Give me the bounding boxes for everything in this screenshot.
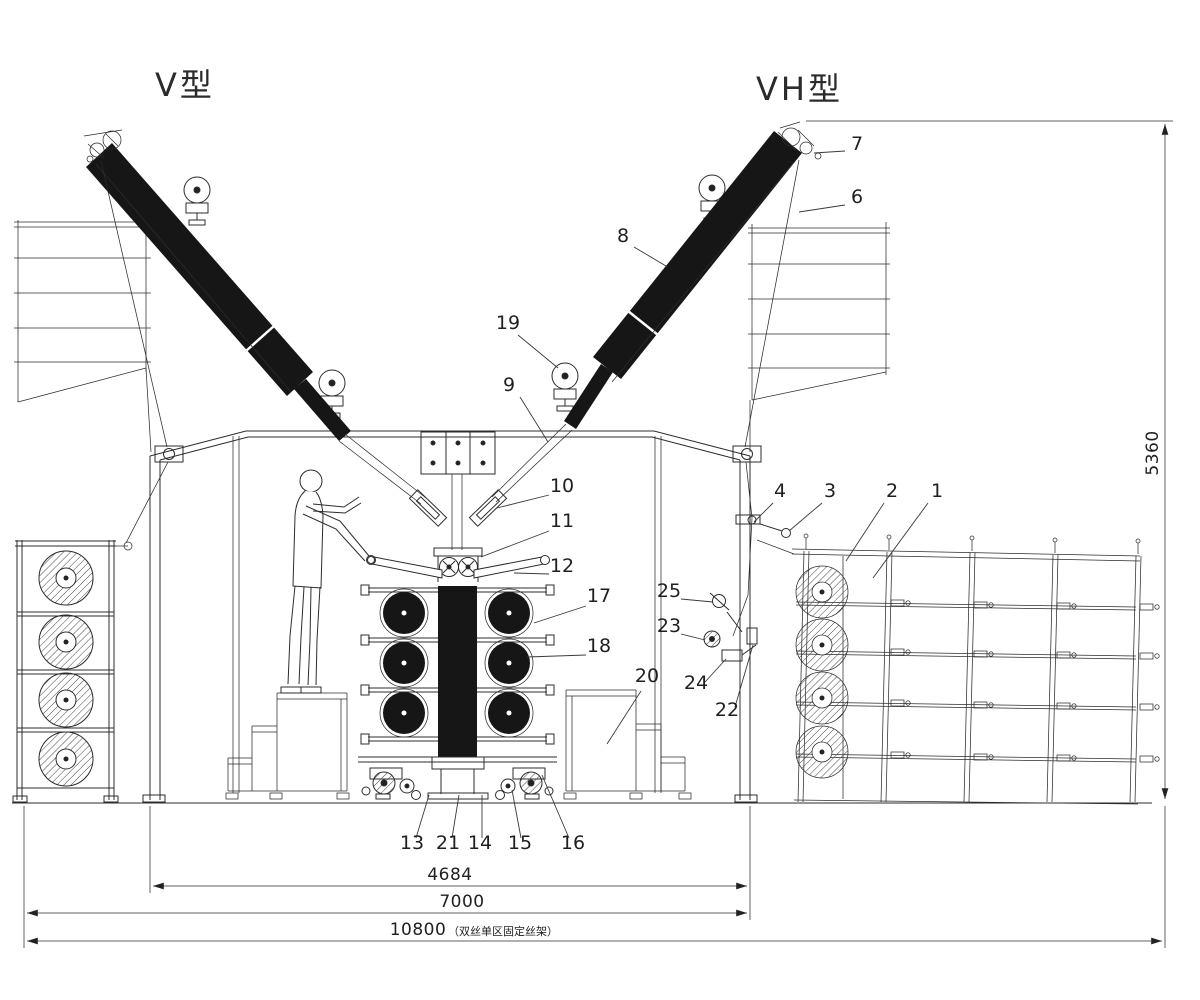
part-label-3: 3 bbox=[824, 480, 836, 502]
part-label-23: 23 bbox=[657, 615, 681, 637]
part-label-21: 21 bbox=[436, 832, 460, 854]
guide-pulley bbox=[183, 176, 211, 226]
part-label-25: 25 bbox=[657, 580, 681, 602]
part-label-4: 4 bbox=[774, 480, 786, 502]
part-label-12: 12 bbox=[550, 555, 574, 577]
dim-inner-width: 4684 bbox=[427, 865, 472, 885]
part-label-22: 22 bbox=[715, 699, 739, 721]
part-label-8: 8 bbox=[617, 225, 629, 247]
dimensions bbox=[23, 120, 1173, 948]
roller bbox=[379, 588, 534, 738]
part-label-19: 19 bbox=[496, 312, 520, 334]
left-spool-rack bbox=[12, 540, 119, 803]
center-column bbox=[438, 586, 477, 757]
left-boom bbox=[86, 143, 351, 441]
leader-lines bbox=[415, 150, 929, 839]
right-boom bbox=[564, 131, 802, 429]
left-step-stand bbox=[225, 692, 350, 800]
dim-height: 5360 bbox=[1143, 430, 1163, 475]
part-label-7: 7 bbox=[851, 133, 863, 155]
part-label-9: 9 bbox=[503, 374, 515, 396]
dim-mid-width: 7000 bbox=[439, 892, 484, 912]
part-labels: 1 2 3 4 6 7 8 9 10 11 12 13 14 15 16 17 … bbox=[400, 133, 943, 854]
title-v-type: V型 bbox=[155, 66, 215, 104]
roller-stack bbox=[360, 584, 555, 757]
bottom-drive bbox=[358, 756, 557, 800]
turnbuckles bbox=[408, 489, 508, 527]
part-label-24: 24 bbox=[684, 672, 708, 694]
tension-units bbox=[703, 514, 791, 662]
rack-spool bbox=[38, 550, 94, 787]
part-label-18: 18 bbox=[587, 635, 611, 657]
part-label-16: 16 bbox=[561, 832, 585, 854]
title-vh-type: VH型 bbox=[756, 70, 843, 108]
left-scaffold bbox=[14, 218, 152, 453]
right-creel bbox=[791, 533, 1160, 805]
part-label-10: 10 bbox=[550, 475, 574, 497]
creel-spool bbox=[795, 565, 849, 779]
part-label-2: 2 bbox=[886, 480, 898, 502]
dim-total-width: 10800 bbox=[390, 920, 447, 940]
part-label-17: 17 bbox=[587, 585, 611, 607]
part-label-15: 15 bbox=[508, 832, 532, 854]
part-label-20: 20 bbox=[635, 665, 659, 687]
guide-pulley bbox=[551, 362, 579, 412]
lever-arms bbox=[366, 555, 550, 579]
dim-total-note: （双丝单区固定丝架） bbox=[448, 924, 558, 938]
right-pulley-head bbox=[777, 121, 822, 160]
part-label-13: 13 bbox=[400, 832, 424, 854]
part-label-11: 11 bbox=[550, 510, 574, 532]
part-label-1: 1 bbox=[931, 480, 943, 502]
cables bbox=[95, 159, 800, 637]
operator-figure bbox=[280, 469, 375, 694]
left-pulley-head bbox=[83, 129, 123, 163]
part-label-14: 14 bbox=[468, 832, 492, 854]
right-step-stand bbox=[563, 689, 692, 800]
right-scaffold bbox=[748, 222, 890, 452]
part-label-6: 6 bbox=[851, 186, 863, 208]
